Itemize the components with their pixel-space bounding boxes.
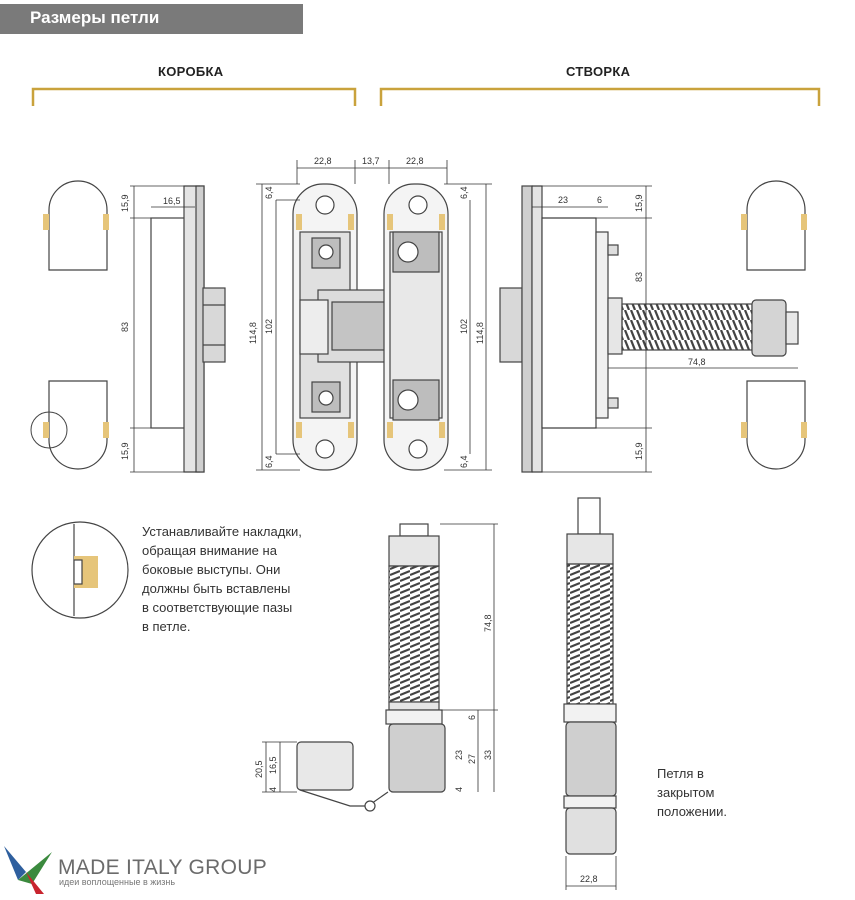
front-top-dims (296, 160, 448, 184)
cover-cap-bottom-right (741, 380, 807, 470)
logo-mark (4, 846, 52, 894)
dim-door-74-8: 74,8 (688, 357, 706, 367)
dim-6-4-right-bottom: 6,4 (459, 455, 469, 468)
hinge-closed-side (563, 497, 617, 855)
bracket-door (379, 87, 821, 106)
door-side-view (499, 185, 799, 473)
closed-hinge-dims (565, 856, 617, 890)
dim-6-4-left-top: 6,4 (264, 186, 274, 199)
closed-note-line: положении. (657, 804, 728, 819)
install-note-line: Устанавливайте накладки, (142, 524, 302, 539)
front-right-dims (444, 183, 492, 471)
dim-open-16-5: 16,5 (268, 756, 278, 774)
logo-name: MADE ITALY GROUP (58, 856, 268, 879)
door-side-dims (532, 185, 798, 473)
closed-note: Петля в закрытом положении. (657, 764, 727, 821)
section-label-frame: КОРОБКА (158, 64, 224, 79)
page-title: Размеры петли (30, 8, 160, 27)
frame-side-view (150, 185, 226, 473)
install-note-line: в петле. (142, 619, 191, 634)
dim-13-7: 13,7 (362, 156, 380, 166)
dim-22-8-frame: 22,8 (314, 156, 332, 166)
logo-tagline: идеи воплощенные в жизнь (59, 877, 176, 887)
dim-open-20-5: 20,5 (254, 760, 264, 778)
cover-cap-top-right (741, 180, 807, 271)
install-note-line: в соответствующие пазы (142, 600, 293, 615)
cover-cap-bottom-left (30, 380, 109, 470)
cover-cap-top-left (43, 180, 109, 271)
dim-open-4-left: 4 (268, 787, 278, 792)
dim-open-27: 27 (467, 754, 477, 764)
dim-frame-15-9-bottom: 15,9 (120, 442, 130, 460)
open-hinge-dims (262, 523, 498, 793)
dim-door-83: 83 (634, 272, 644, 282)
dim-door-15-9-bottom: 15,9 (634, 442, 644, 460)
install-note-line: боковые выступы. Они (142, 562, 281, 577)
install-note: Устанавливайте накладки, обращая внимани… (142, 522, 302, 636)
dim-frame-15-9-top: 15,9 (120, 194, 130, 212)
hinge-door-half-front (383, 183, 449, 471)
closed-note-line: Петля в (657, 766, 704, 781)
header-bar (0, 4, 303, 34)
dim-open-33: 33 (483, 750, 493, 760)
frame-side-dims (130, 185, 200, 473)
dim-114-8-right: 114,8 (475, 322, 485, 344)
dim-door-15-9-top: 15,9 (634, 194, 644, 212)
dim-open-4: 4 (454, 787, 464, 792)
hinge-open-side (296, 523, 446, 812)
dim-frame-83: 83 (120, 322, 130, 332)
dim-102-right: 102 (459, 319, 469, 334)
section-label-door: СТВОРКА (566, 64, 631, 79)
closed-note-line: закрытом (657, 785, 715, 800)
dim-open-23: 23 (454, 750, 464, 760)
detail-magnified (31, 521, 129, 619)
install-note-line: обращая внимание на (142, 543, 277, 558)
dim-frame-16-5: 16,5 (163, 196, 181, 206)
dim-door-6: 6 (597, 195, 602, 205)
dim-open-74-8: 74,8 (483, 614, 493, 632)
dim-door-23: 23 (558, 195, 568, 205)
dim-6-4-right-top: 6,4 (459, 186, 469, 199)
dim-102-left: 102 (264, 319, 274, 334)
front-left-dims (256, 183, 300, 471)
dim-open-6: 6 (467, 715, 477, 720)
dim-6-4-left-bottom: 6,4 (264, 455, 274, 468)
dim-22-8-door: 22,8 (406, 156, 424, 166)
install-note-line: должны быть вставлены (142, 581, 291, 596)
bracket-frame (31, 87, 357, 106)
dim-114-8-left: 114,8 (248, 322, 258, 344)
dim-closed-22-8: 22,8 (580, 874, 598, 884)
